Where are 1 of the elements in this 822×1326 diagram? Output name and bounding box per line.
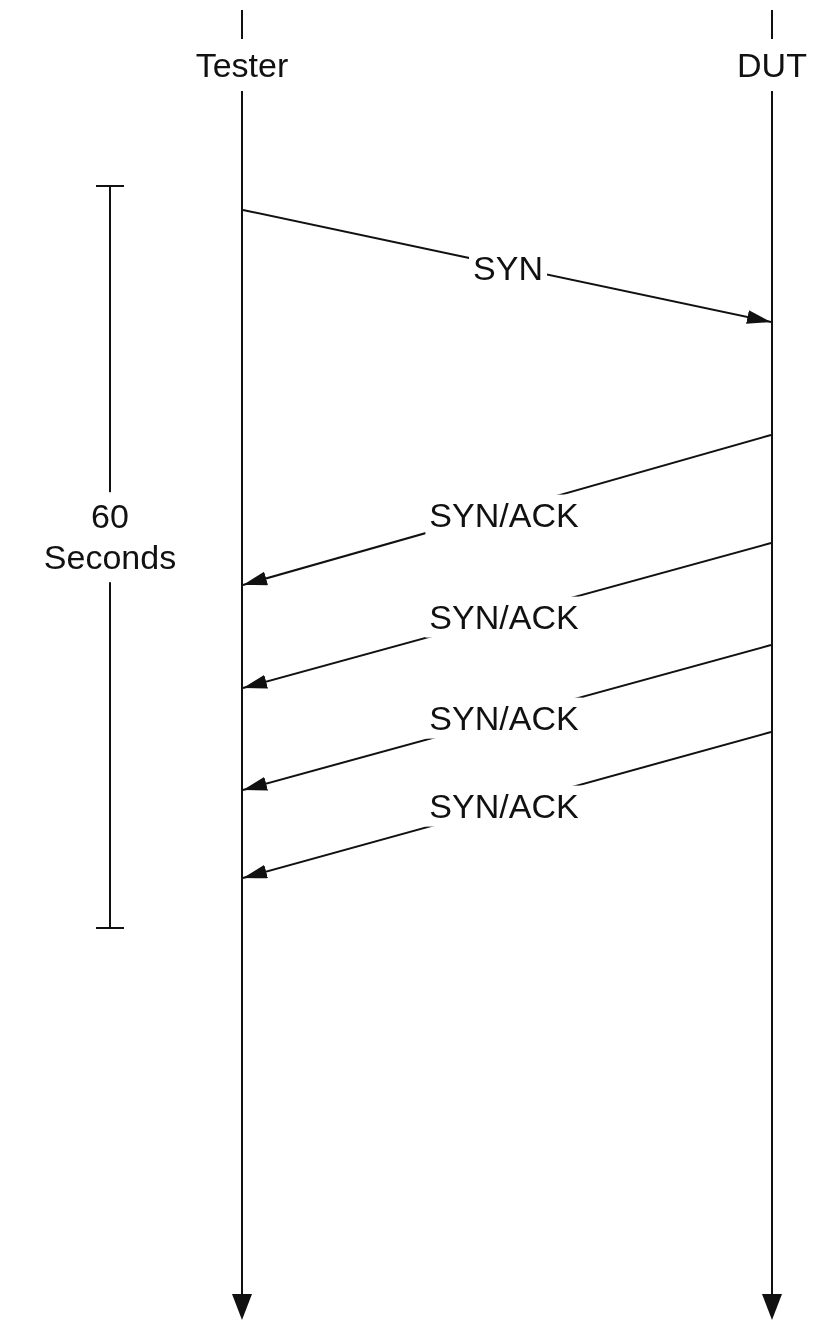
- edge-label: SYN/ACK: [425, 785, 583, 827]
